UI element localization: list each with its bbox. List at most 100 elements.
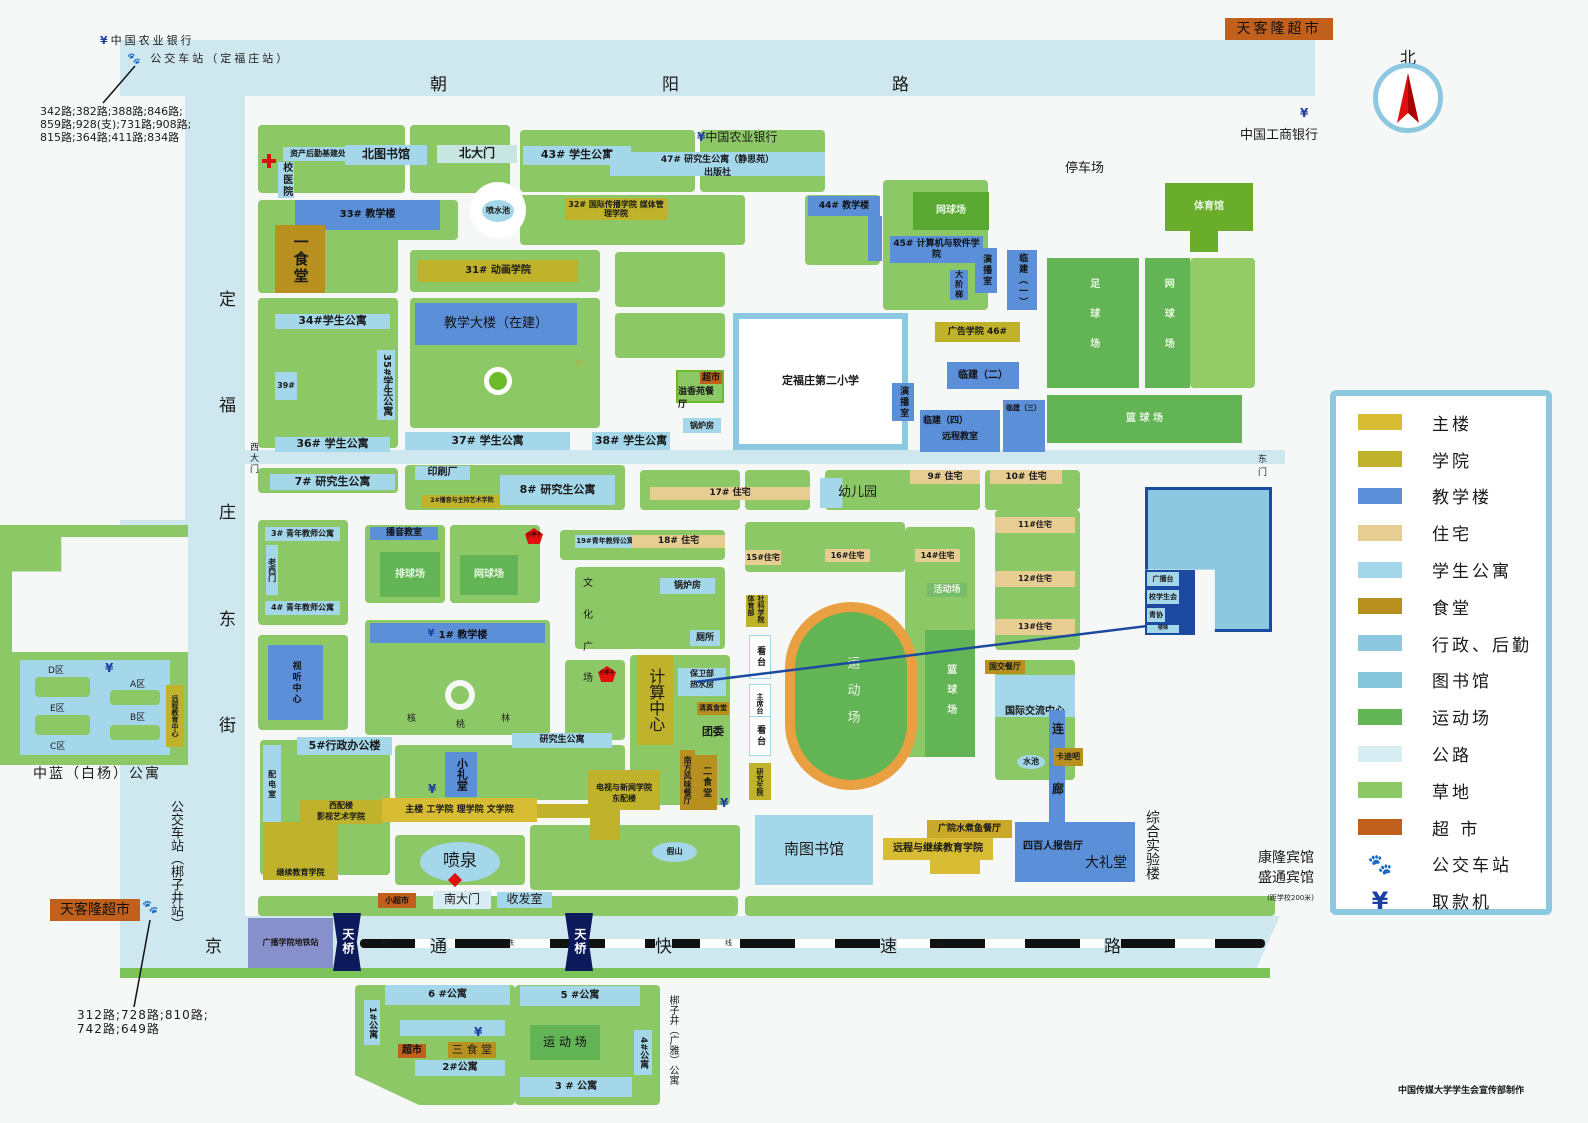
temporary-building-3: 临建（三） <box>1003 400 1045 452</box>
culture-square-char: 场 <box>583 673 593 684</box>
continuing-education-school: 继续教育学院 <box>263 822 338 880</box>
legend-swatch <box>1358 745 1402 762</box>
corridor <box>1049 710 1065 828</box>
plaza-circle <box>445 680 475 710</box>
building-31: 31# 动画学院 <box>418 260 578 282</box>
route-line: 859路;928(支);731路;908路; <box>40 118 192 131</box>
legend-label: 图书馆 <box>1432 672 1492 693</box>
building-47-label: 47# 研究生公寓（静思苑） <box>660 155 775 165</box>
parking-lot: 停车场 <box>1065 161 1105 176</box>
building-35: 35#学生公寓 <box>377 350 395 420</box>
corridor-char: 廊 <box>1052 782 1065 796</box>
road-char: 路 <box>892 75 909 95</box>
temporary-building-2: 临建（二） <box>947 362 1019 389</box>
canteen-3: 三 食 堂 <box>448 1042 496 1058</box>
broadcast-classroom: 播音教室 <box>370 527 438 540</box>
grass <box>615 252 725 307</box>
fountain: 喷泉 <box>420 842 500 882</box>
zone-a: A区 <box>130 680 146 690</box>
pool: 水池 <box>1017 755 1045 769</box>
fountain-pool: 喷水池 <box>482 200 514 222</box>
yixiang-restaurant: 超市 溢香苑餐厅 <box>676 370 724 410</box>
bus-stop-dingfuzhuang: 🐾 公交车站（定福庄站） <box>127 50 290 66</box>
student-union: 校学生会 <box>1147 590 1179 604</box>
legend-label: 公路 <box>1432 746 1472 767</box>
apartment-5: 5 #公寓 <box>520 986 640 1006</box>
footbridge-2: 天桥 <box>565 913 593 971</box>
canteen-2: 二食堂 <box>695 755 717 810</box>
tennis-court-middle: 网球场 <box>460 555 518 595</box>
temp4-label: 临建（四） <box>923 416 969 426</box>
residence-17: 17# 住宅 <box>650 487 810 500</box>
kadi-bar: 卡迪吧 <box>1053 748 1083 766</box>
hotel-shengtong: 盛通宾馆 <box>1258 870 1314 886</box>
cross-bar-horizontal <box>262 159 276 163</box>
road-char: 朝 <box>430 75 447 95</box>
road-char: 路 <box>1104 932 1121 957</box>
dingfuzhuang-no2-primary-school: 定福庄第二小学 <box>733 313 908 450</box>
pavilion-icon: 小亭子 <box>525 528 543 544</box>
building-3-teachers: 3# 青年教师公寓 <box>265 527 340 541</box>
power-room: 配电室 <box>263 745 281 825</box>
hotwater-label: 热水房 <box>690 680 714 689</box>
apartment-3: 3 # 公寓 <box>520 1077 632 1097</box>
legend-item: 食堂 <box>1336 588 1546 625</box>
yixiang-label: 溢香苑餐厅 <box>678 387 715 410</box>
canteen-1: 一食堂 <box>275 225 325 293</box>
teaching-tower-under-construction: 教学大楼（在建） <box>415 303 577 345</box>
legend-item: 图书馆 <box>1336 662 1546 699</box>
east-wing-label: 东配楼 <box>612 794 636 803</box>
apartment-block <box>400 1020 505 1036</box>
zone-e: E区 <box>50 704 65 714</box>
legend-label: 公交车站 <box>1432 856 1512 877</box>
credit: 中国传媒大学学生会宣传部制作 <box>1398 1086 1525 1096</box>
middle-road <box>245 450 1285 464</box>
small-auditorium: 小礼堂 <box>445 752 477 797</box>
mail-room: 收发室 <box>497 892 552 908</box>
youth-league: 团委 <box>702 725 724 738</box>
west-gate[interactable]: 西大门 <box>248 442 258 475</box>
building-37: 37# 学生公寓 <box>405 432 570 450</box>
volleyball-court: 排球场 <box>380 552 440 597</box>
broadcast-station: 广播台 <box>1147 572 1179 586</box>
legend-item: 超 市 <box>1336 809 1546 846</box>
legend-swatch <box>1358 708 1402 725</box>
grass <box>395 745 625 800</box>
zhonglan-apartments: D区 E区 A区 C区 B区 ¥ 远程教育中心 <box>0 525 188 765</box>
bus-routes-dingfuzhuang: 342路;382路;388路;846路; 859路;928(支);731路;90… <box>40 105 191 144</box>
road-char: 福 <box>219 396 236 416</box>
lawn-circle <box>484 367 512 395</box>
bus-stop-bangzijing: 公交车站（梆子井站） <box>168 800 183 930</box>
abc-bank-topleft: ¥中国农业银行 <box>100 32 195 48</box>
road-char: 庄 <box>219 503 236 523</box>
east-gate[interactable]: 东门 <box>1258 455 1268 478</box>
building-1: ¥1# 教学楼 <box>370 623 545 643</box>
bangzijing-guangya-apartment: 梆子井（广雅）公寓 <box>667 995 678 1085</box>
building-7: 7# 研究生公寓 <box>270 474 395 490</box>
yen-icon: ¥ <box>427 627 435 639</box>
legend-label: 教学楼 <box>1432 488 1492 509</box>
legend: 主楼 学院 教学楼 住宅 学生公寓 食堂 行政、后勤 图书馆 运动场 公路 草地… <box>1330 390 1552 915</box>
subway-char: 地 <box>382 939 389 947</box>
grass <box>745 896 1275 916</box>
apartment-1: 1#公寓 <box>364 1000 380 1045</box>
grass <box>110 690 160 705</box>
supermarket-label: 超市 <box>700 372 722 384</box>
south-gate[interactable]: 南大门 <box>433 891 491 909</box>
legend-swatch <box>1358 635 1402 652</box>
zhonglan-title: 中蓝（白杨）公寓 <box>33 766 161 782</box>
old-west-gate[interactable]: 老西门 <box>266 545 278 595</box>
residence-10: 10# 住宅 <box>990 470 1062 484</box>
yen-icon: ¥ <box>1300 106 1309 120</box>
compass-arrow-icon <box>1397 73 1419 123</box>
stand-2: 看台 <box>749 716 771 756</box>
walnut-grove-char: 桃 <box>456 720 466 730</box>
yen-icon: ¥ <box>105 661 114 675</box>
chaoyang-road <box>120 40 1315 96</box>
kindergarten: 幼儿园 <box>820 478 895 508</box>
residence-12: 12#住宅 <box>995 571 1075 587</box>
bus-stop-label: 公交车站（定福庄站） <box>150 52 291 65</box>
printing-factory: 印刷厂 <box>415 466 470 480</box>
auditorium-complex: 四百人报告厅 大礼堂 <box>1015 822 1135 882</box>
east-wing-base <box>590 810 620 840</box>
